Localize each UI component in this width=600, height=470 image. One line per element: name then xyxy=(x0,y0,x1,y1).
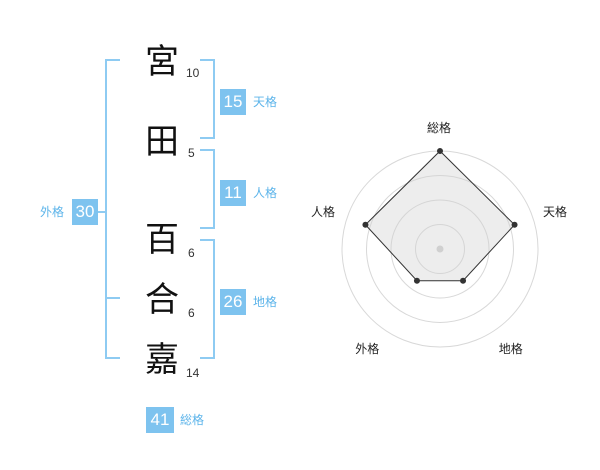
radar-axis-label-5: 人格 xyxy=(310,205,335,220)
radar-axis-label-1: 総格 xyxy=(427,121,452,135)
gaikaku-badge: 30 xyxy=(72,199,98,225)
name-char-1: 宮 xyxy=(145,42,179,82)
radar-center xyxy=(436,245,444,253)
name-char-5: 嘉 xyxy=(145,340,179,380)
radar-axis-label-4: 外格 xyxy=(355,341,380,356)
chikaku-label: 地格 xyxy=(253,295,278,309)
tenkaku-badge: 15 xyxy=(220,89,246,115)
soukaku-badge: 41 xyxy=(146,407,174,433)
radar-point-4 xyxy=(413,277,420,284)
jinkaku-label: 人格 xyxy=(253,186,278,200)
stroke-count-1: 10 xyxy=(186,66,200,80)
name-char-3: 百 xyxy=(145,220,179,260)
radar-point-2 xyxy=(511,221,518,228)
stroke-count-5: 14 xyxy=(186,366,200,380)
radar-axis-label-3: 地格 xyxy=(498,341,523,356)
stroke-count-4: 6 xyxy=(188,306,195,320)
radar-axis-label-2: 天格 xyxy=(543,205,568,220)
radar-ring xyxy=(415,224,465,274)
name-char-2: 田 xyxy=(145,122,179,162)
radar-point-5 xyxy=(362,221,369,228)
jinkaku-badge: 11 xyxy=(220,180,246,206)
soukaku-label: 総格 xyxy=(180,413,205,427)
stroke-count-2: 5 xyxy=(188,146,195,160)
chikaku-badge: 26 xyxy=(220,289,246,315)
radar-point-3 xyxy=(460,277,467,284)
radar-ring xyxy=(390,199,490,299)
tenkaku-label: 天格 xyxy=(253,95,278,109)
stroke-count-3: 6 xyxy=(188,246,195,260)
radar-point-1 xyxy=(437,148,443,154)
radar-ring xyxy=(366,175,514,323)
name-char-4: 合 xyxy=(145,280,179,320)
gaikaku-label: 外格 xyxy=(40,205,65,219)
radar-series-area xyxy=(364,150,516,282)
